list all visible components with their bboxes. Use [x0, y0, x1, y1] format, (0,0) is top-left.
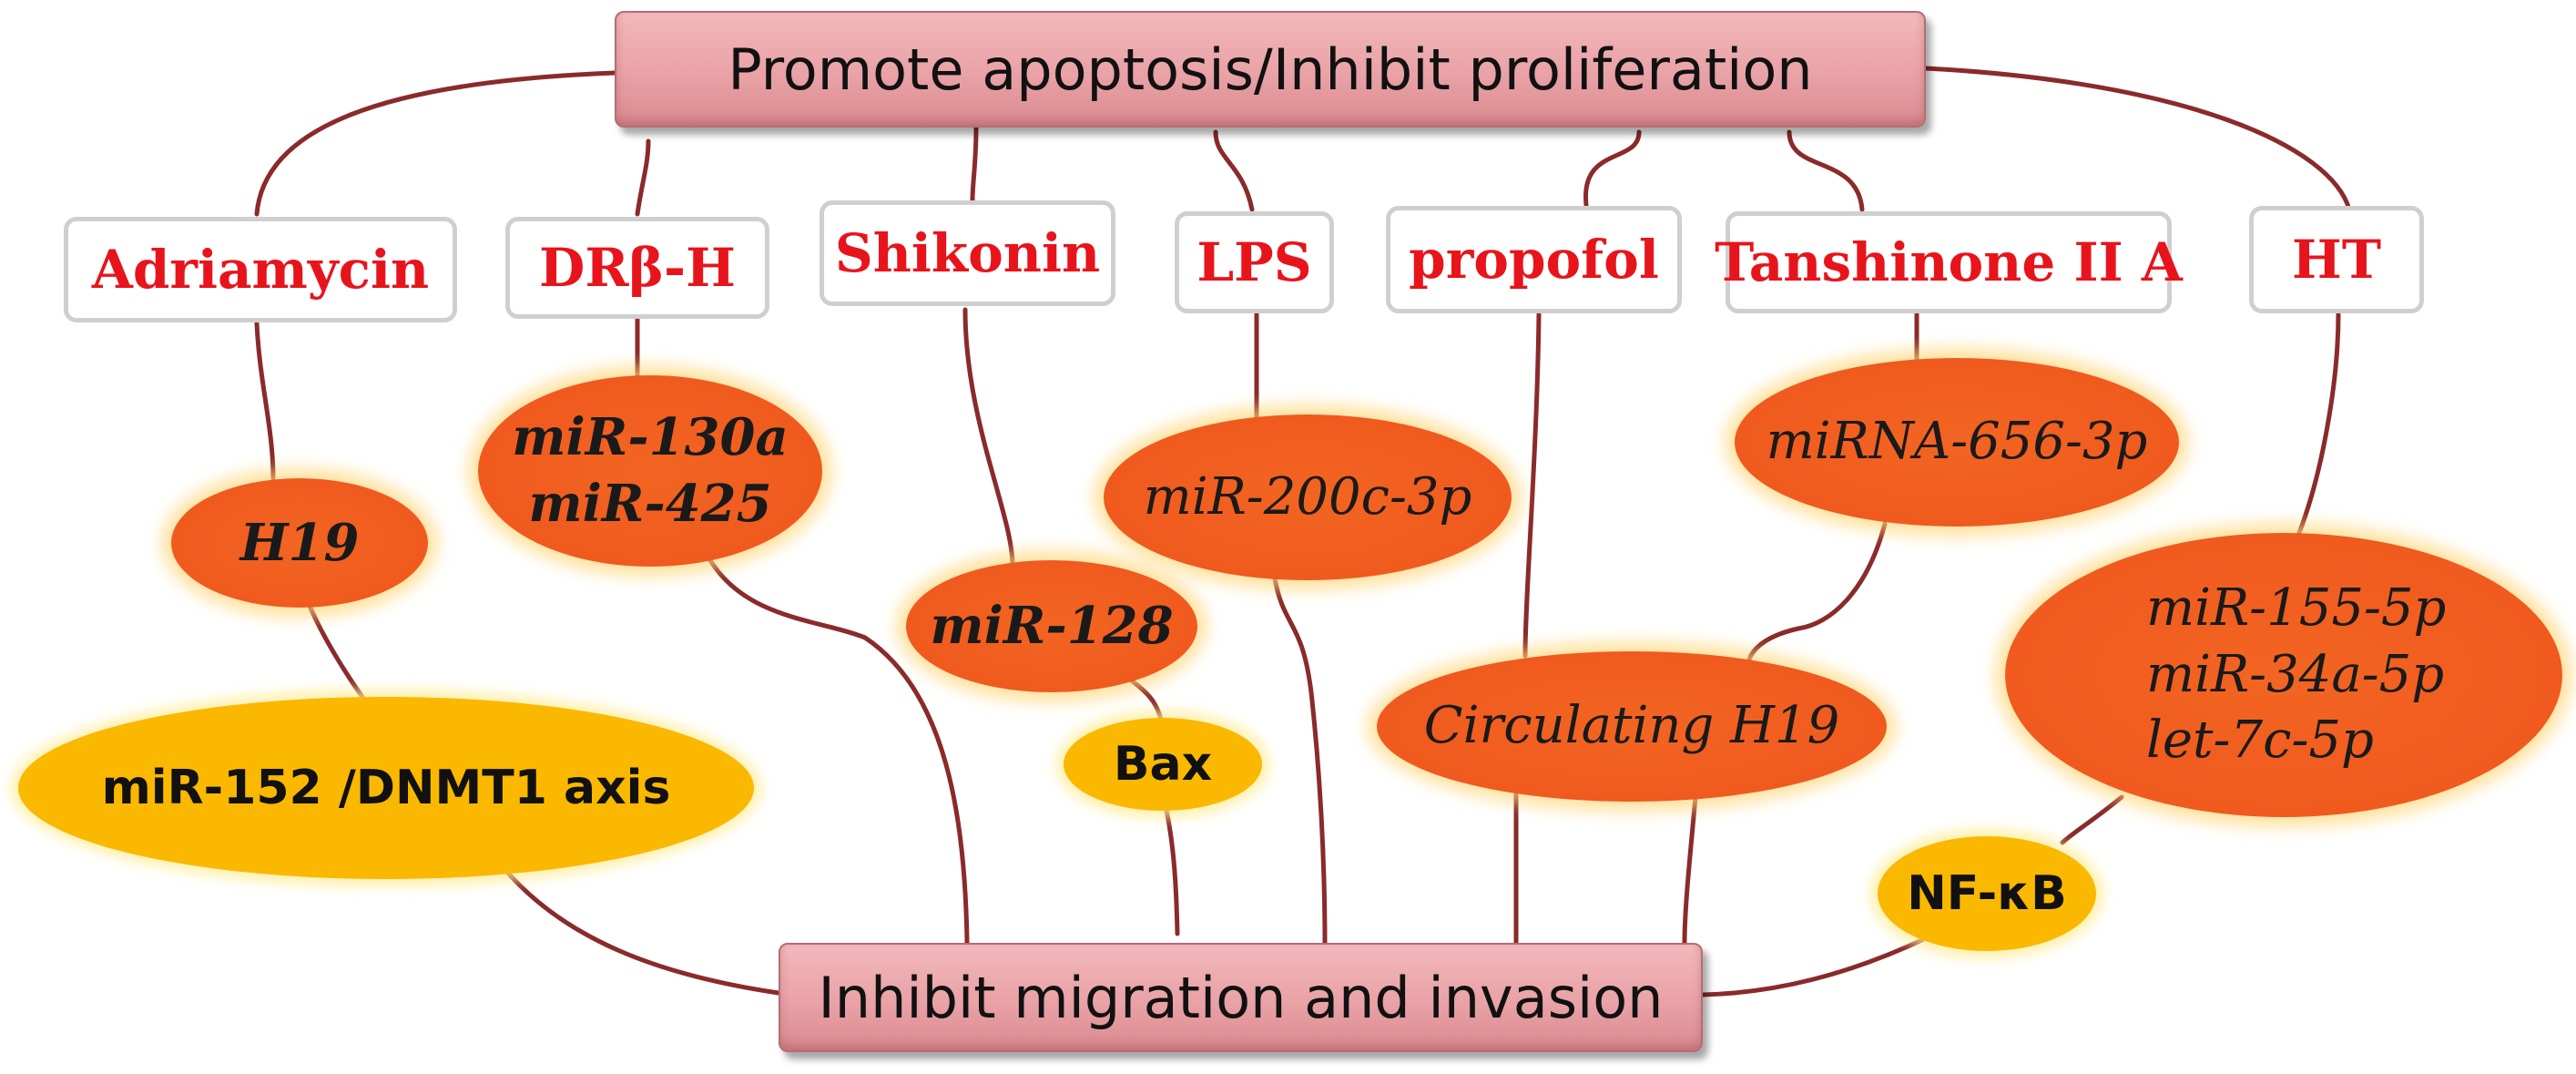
- target-bax-label: Bax: [1113, 737, 1213, 792]
- target-mir152-label: miR-152 /DNMT1 axis: [101, 761, 671, 815]
- drug-tanshinone: Tanshinone II A: [1715, 211, 2183, 313]
- target-mir152-dnmt1-axis: miR-152 /DNMT1 axis: [18, 697, 754, 879]
- mirna-mir200c-label: miR-200c-3p: [1143, 466, 1472, 527]
- mirna-circulating-h19: Circulating H19: [1377, 651, 1887, 802]
- link-top-propofol: [1583, 129, 1642, 208]
- link-nfkb-bottom: [1700, 936, 1929, 997]
- drug-shikonin-label: Shikonin: [834, 222, 1101, 284]
- link-top-drbh: [635, 138, 651, 217]
- drug-lps: LPS: [1175, 211, 1334, 313]
- mirna-let7c-label: let-7c-5p: [2146, 711, 2374, 771]
- target-nfkb-label: NF-κB: [1907, 866, 2067, 921]
- link-top-shikonin: [970, 125, 979, 203]
- mirna-mir34a-label: miR-34a-5p: [2146, 644, 2445, 704]
- link-mir130a-bottom: [708, 557, 970, 946]
- mirna-h19-label: H19: [239, 512, 360, 573]
- link-top-adriamycin: [254, 70, 617, 217]
- link-bax-bottom: [1163, 803, 1180, 936]
- link-top-tanshinone: [1787, 129, 1865, 212]
- link-top-lps: [1213, 129, 1255, 212]
- link-top-ht: [1923, 66, 2352, 212]
- drug-tanshinone-label: Tanshinone II A: [1715, 231, 2183, 293]
- mirna-mir130a-label: miR-130a: [512, 407, 789, 468]
- link-ht-mir155: [2296, 312, 2341, 536]
- link-h19-mir152: [307, 603, 367, 702]
- drug-lps-label: LPS: [1196, 231, 1312, 293]
- drug-ht: HT: [2249, 206, 2424, 313]
- mirna-mir130a-mir425: miR-130a miR-425: [478, 375, 822, 567]
- mirna-circulating-h19-label: Circulating H19: [1423, 696, 1840, 756]
- drug-drb-h-label: DRβ-H: [539, 237, 736, 299]
- drug-ht-label: HT: [2292, 229, 2381, 291]
- link-mir128-bax: [1126, 676, 1164, 722]
- mirna-mir200c-3p: miR-200c-3p: [1104, 414, 1512, 580]
- link-circh19-bottom-right: [1682, 794, 1698, 946]
- drug-propofol: propofol: [1386, 206, 1682, 313]
- link-propofol-circh19: [1522, 312, 1542, 659]
- link-mirna656-circh19: [1746, 521, 1888, 668]
- inhibit-migration-bar: Inhibit migration and invasion: [779, 943, 1703, 1052]
- link-mir200c-bottom: [1272, 576, 1328, 946]
- link-mir155-nfkb: [2060, 794, 2124, 845]
- drug-drb-h: DRβ-H: [505, 217, 769, 319]
- mirna-mirna656-label: miRNA-656-3p: [1766, 412, 2148, 472]
- inhibit-migration-label: Inhibit migration and invasion: [818, 964, 1664, 1031]
- target-nf-kb: NF-κB: [1878, 836, 2096, 951]
- mirna-mir155-label: miR-155-5p: [2146, 578, 2447, 638]
- promote-apoptosis-label: Promote apoptosis/Inhibit proliferation: [728, 36, 1813, 103]
- mirna-mirna-656-3p: miRNA-656-3p: [1735, 358, 2179, 527]
- link-adriamycin-h19: [254, 321, 276, 481]
- drug-adriamycin-label: Adriamycin: [91, 239, 430, 301]
- drug-propofol-label: propofol: [1409, 229, 1659, 291]
- target-bax: Bax: [1064, 718, 1262, 811]
- mirna-mir128: miR-128: [906, 560, 1197, 692]
- link-mir152-bottom: [503, 867, 781, 996]
- mirna-mir128-label: miR-128: [930, 596, 1174, 657]
- mirna-h19: H19: [171, 478, 428, 608]
- drug-shikonin: Shikonin: [820, 200, 1115, 306]
- mirna-mir155-mir34a-let7c: miR-155-5p miR-34a-5p let-7c-5p: [2005, 533, 2562, 817]
- link-shikonin-mir128: [962, 307, 1015, 566]
- drug-adriamycin: Adriamycin: [64, 217, 457, 322]
- promote-apoptosis-bar: Promote apoptosis/Inhibit proliferation: [615, 11, 1926, 128]
- mirna-mir425-label: miR-425: [528, 474, 772, 534]
